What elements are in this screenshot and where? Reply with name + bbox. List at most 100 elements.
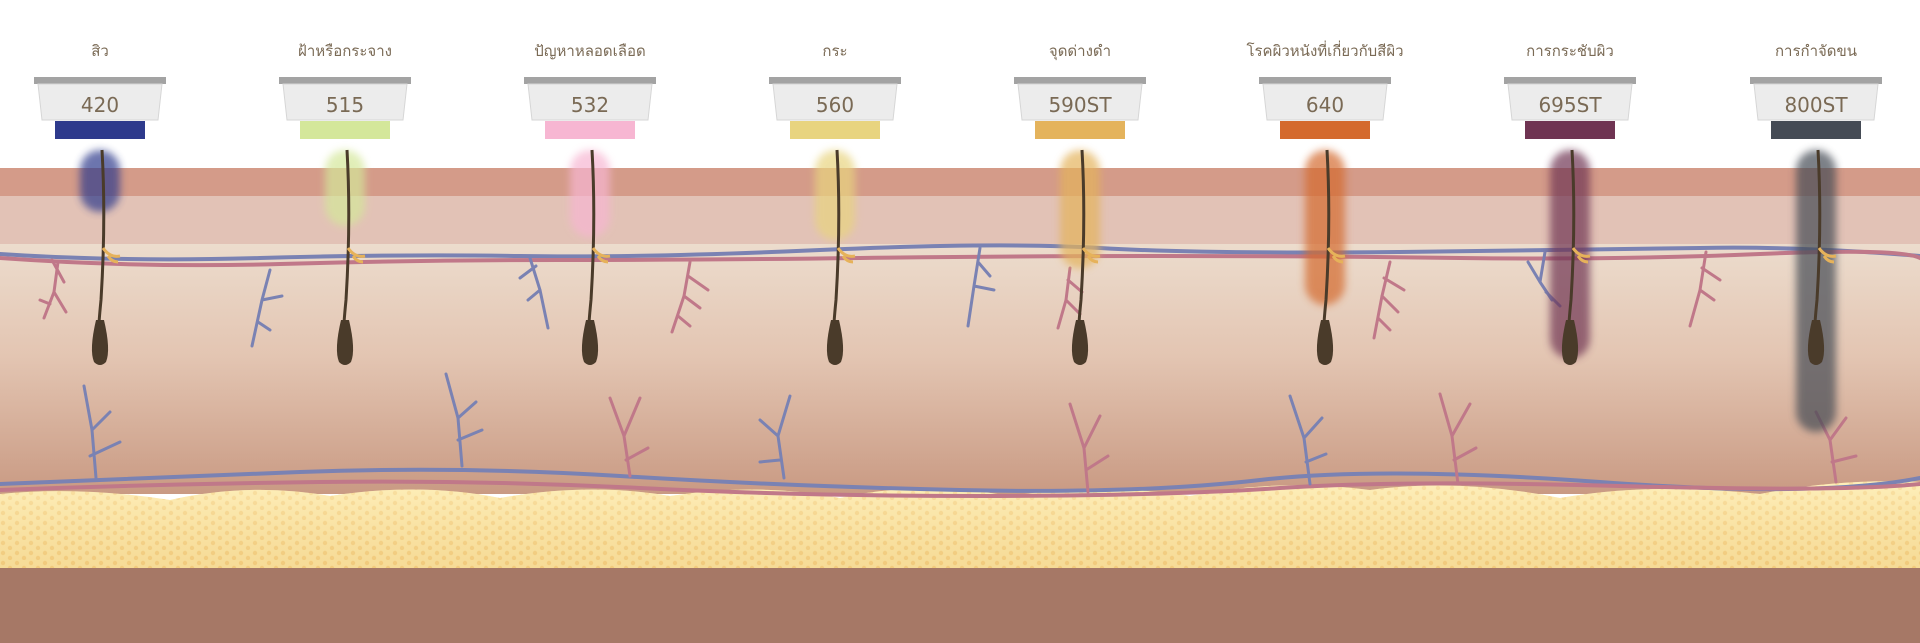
filter-wavelength: 420 [81,93,119,117]
filter-head-0: สิว 420 [34,42,166,139]
filter-head-5: โรคผิวหนังที่เกี่ยวกับสีผิว 640 [1246,40,1404,139]
applicator-bar [1014,77,1146,84]
filter-color-swatch [1035,121,1125,139]
capillary [670,260,710,334]
applicator-body [282,83,408,121]
filter-label: การกระชับผิว [1526,42,1614,60]
filter-color-swatch [790,121,880,139]
laser-beam-6 [1550,150,1590,359]
hair-follicle-5 [1316,149,1346,365]
filter-wavelength: 800ST [1784,93,1848,117]
hair-bulb [581,320,599,365]
filter-head-3: กระ 560 [769,42,901,139]
laser-beam-3 [815,150,855,241]
applicator-bar [279,77,411,84]
laser-beam-4 [1060,150,1100,269]
applicator-bar [34,77,166,84]
hair-follicle-3 [826,149,856,365]
hair-follicles [91,149,1837,365]
filter-label: ปัญหาหลอดเลือด [534,42,646,60]
filter-color-swatch [55,121,145,139]
sebaceous-gland [836,247,856,264]
hair-follicle-2 [581,149,611,365]
filter-label: โรคผิวหนังที่เกี่ยวกับสีผิว [1246,40,1403,60]
filter-head-1: ฝ้าหรือกระจาง 515 [279,42,411,139]
capillary [1438,392,1478,486]
filter-head-6: การกระชับผิว 695ST [1504,42,1636,139]
capillary [518,256,550,330]
capillary [250,268,284,348]
capillary [1056,266,1084,330]
sebaceous-gland [1326,247,1346,264]
applicator-body [772,83,898,121]
laser-beam-7 [1796,150,1836,432]
sebaceous-gland [1817,247,1837,264]
upper-artery [0,249,1920,268]
hair-bulb [336,320,354,365]
filter-color-swatch [1280,121,1370,139]
filter-color-swatch [1525,121,1615,139]
hair-follicle-6 [1561,149,1591,365]
blood-vessels [0,243,1920,499]
capillary [758,394,792,480]
filter-color-swatch [545,121,635,139]
sebaceous-gland [1081,247,1101,264]
epidermis-top-layer [0,168,1920,196]
filter-wavelength: 560 [816,93,854,117]
epidermis-layer [0,196,1920,244]
applicator-bar [524,77,656,84]
lower-artery [0,479,1920,499]
hair-follicle-4 [1071,149,1101,365]
capillary [1068,402,1110,494]
filter-wavelength: 515 [326,93,364,117]
filter-label: กระ [822,42,847,60]
capillary [608,396,650,478]
fat-layer-shade [0,481,1920,570]
applicator-bar [1259,77,1391,84]
sebaceous-gland [101,247,121,264]
skin-layers [0,168,1920,643]
hair-follicle-1 [336,149,366,365]
capillary [1288,394,1328,486]
filter-wavelength: 640 [1306,93,1344,117]
filter-color-swatch [1771,121,1861,139]
upper-vein [0,243,1920,262]
hair-bulb [826,320,844,365]
filter-color-swatch [300,121,390,139]
hair-bulb [1561,320,1579,365]
sebaceous-gland [591,247,611,264]
applicator-body [1262,83,1388,121]
laser-beam-0 [80,150,120,213]
filter-wavelength: 590ST [1048,93,1112,117]
applicator-body [37,83,163,121]
laser-beam-5 [1305,150,1345,306]
applicator-body [1017,83,1143,121]
filter-label: ฝ้าหรือกระจาง [298,42,392,60]
capillary [444,372,484,468]
sebaceous-gland [346,247,366,264]
lower-vein [0,467,1920,493]
capillary [966,246,996,328]
capillary [1372,260,1406,340]
hair-follicle-0 [91,149,121,365]
hair-bulb [1071,320,1089,365]
applicator-bar [1504,77,1636,84]
applicator-body [1507,83,1633,121]
hair-bulb [1316,320,1334,365]
hair-bulb [1807,320,1825,365]
applicator-body [1753,83,1879,121]
filter-label: สิว [91,42,109,60]
applicator-bar [1750,77,1882,84]
muscle-layer [0,568,1920,643]
applicator-body [527,83,653,121]
laser-beam-1 [325,150,365,227]
dermis-layer [0,244,1920,494]
laser-beam-2 [570,150,610,238]
filter-wavelength: 695ST [1538,93,1602,117]
capillary [38,258,68,320]
